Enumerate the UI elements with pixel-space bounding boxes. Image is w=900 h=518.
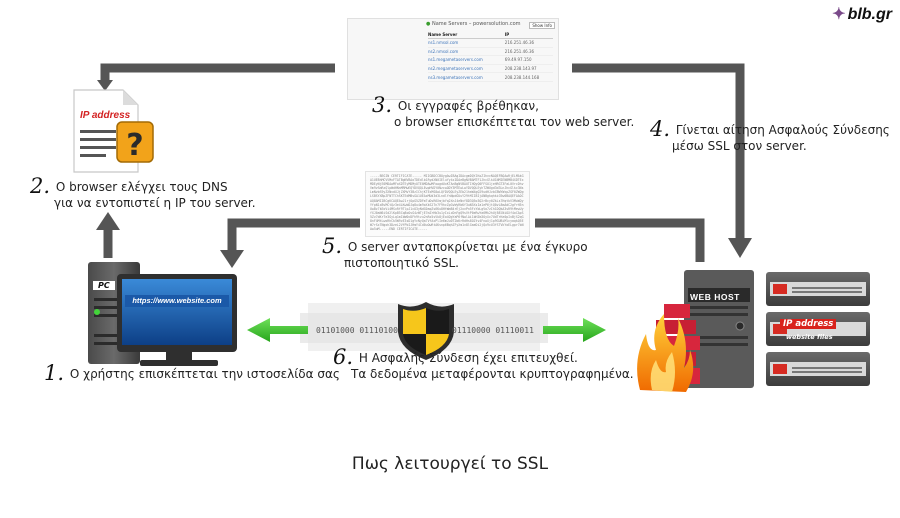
monitor-icon xyxy=(117,274,237,366)
step-text: Ο server ανταποκρίνεται με ένα έγκυρο xyxy=(347,240,588,254)
step-5-label: 5. Ο server ανταποκρίνεται με ένα έγκυρο… xyxy=(322,236,588,271)
binary-data-left: 01101000 01110100 xyxy=(316,326,398,335)
step-number: 6. xyxy=(333,345,354,369)
connector-records-to-ssl-request xyxy=(572,63,752,258)
web-host-tag: WEB HOST xyxy=(690,292,740,302)
server-ip-label: IP address xyxy=(780,319,837,329)
step-text-line2: πιστοποιητικό SSL. xyxy=(344,256,459,270)
connector-certificate-response xyxy=(220,218,705,268)
step-6-label: 6. Η Ασφαλής Σύνδεση έχει επιτευχθεί. Τα… xyxy=(333,347,634,382)
ip-lookup-document-icon: ? xyxy=(73,89,154,173)
col-name-server: Name Server xyxy=(428,31,505,39)
table-row: ns2.nmsol.com 216.251.46.36 xyxy=(428,47,553,57)
name-servers-panel: ● Name Servers – powersolution.com Show … xyxy=(347,18,559,100)
ip-cell: 216.251.46.36 xyxy=(504,38,553,48)
document-ip-label: IP address xyxy=(80,110,131,121)
step-text: Ο χρήστης επισκέπτεται την ιστοσελίδα σα… xyxy=(69,367,340,381)
ns-cell[interactable]: ns2.nmsol.com xyxy=(428,47,505,57)
website-url[interactable]: https://www.website.com xyxy=(125,295,229,307)
server-files-label: website files xyxy=(786,333,833,341)
logo-bird-icon: ✦ xyxy=(832,6,846,23)
connector-pc-to-dns xyxy=(96,212,120,258)
step-text-line2: μέσω SSL στον server. xyxy=(672,139,807,153)
ip-cell: 208.238.143.97 xyxy=(504,64,553,74)
ns-cell[interactable]: ns3.megametaservers.com xyxy=(428,72,505,82)
step-number: 2. xyxy=(30,174,51,198)
ssl-certificate-panel: -----BEGIN CERTIFICATE----- MIIGBDCCBOyg… xyxy=(365,171,530,237)
ns-cell[interactable]: ns1.nmsol.com xyxy=(428,38,505,48)
step-text: Οι εγγραφές βρέθηκαν, xyxy=(397,99,539,113)
step-number: 4. xyxy=(650,117,671,141)
col-ip: IP xyxy=(504,31,553,39)
step-number: 5. xyxy=(322,234,343,258)
name-servers-title: ● Name Servers – powersolution.com xyxy=(426,21,521,27)
ns-cell[interactable]: ns2.megametaservers.com xyxy=(428,64,505,74)
pc-tag: PC xyxy=(93,281,115,290)
step-text: Η Ασφαλής Σύνδεση έχει επιτευχθεί. xyxy=(358,351,578,365)
web-host-tower-icon xyxy=(684,270,754,388)
site-logo[interactable]: ✦blb.gr xyxy=(832,4,892,24)
table-row: ns1.megametaservers.com 69.49.97.150 xyxy=(428,55,553,65)
name-servers-title-text: Name Servers – powersolution.com xyxy=(431,21,521,27)
step-number: 3. xyxy=(372,93,393,117)
binary-data-right: 01110000 01110011 xyxy=(452,326,534,335)
step-4-label: 4. Γίνεται αίτηση Ασφαλούς Σύνδεσης μέσω… xyxy=(650,119,890,154)
firewall-icon xyxy=(637,304,700,392)
step-text: Γίνεται αίτηση Ασφαλούς Σύνδεσης xyxy=(675,123,890,137)
step-text-line2: για να εντοπιστεί η IP του server. xyxy=(54,196,256,210)
step-number: 1. xyxy=(44,361,65,385)
ns-cell[interactable]: ns1.megametaservers.com xyxy=(428,55,505,65)
svg-text:?: ? xyxy=(126,128,143,163)
step-text-line2: ο browser επισκέπτεται τον web server. xyxy=(394,115,635,129)
table-row: ns3.megametaservers.com 208.238.144.168 xyxy=(428,72,553,82)
step-2-label: 2. Ο browser ελέγχει τους DNS για να εντ… xyxy=(30,176,256,211)
show-info-button[interactable]: Show Info xyxy=(529,22,555,29)
step-text-line2: Τα δεδομένα μεταφέρονται κρυπτογραφημένα… xyxy=(351,367,634,381)
table-row: ns2.megametaservers.com 208.238.143.97 xyxy=(428,64,553,74)
ip-cell: 208.238.144.168 xyxy=(504,72,553,82)
name-servers-table: Name Server IP ns1.nmsol.com 216.251.46.… xyxy=(428,31,553,82)
rack-servers-icon xyxy=(766,272,870,386)
diagram-caption: Πως λειτουργεί το SSL xyxy=(351,454,549,474)
step-text: Ο browser ελέγχει τους DNS xyxy=(55,180,228,194)
connector-dns-to-records xyxy=(97,63,335,91)
step-1-label: 1. Ο χρήστης επισκέπτεται την ιστοσελίδα… xyxy=(44,363,340,384)
security-shield-icon xyxy=(398,302,454,360)
ip-cell: 69.49.97.150 xyxy=(504,55,553,65)
table-row: ns1.nmsol.com 216.251.46.36 xyxy=(428,38,553,48)
status-dot-icon: ● xyxy=(426,21,431,27)
ip-cell: 216.251.46.36 xyxy=(504,47,553,57)
logo-text: blb.gr xyxy=(847,6,892,23)
step-3-label: 3. Οι εγγραφές βρέθηκαν, ο browser επισκ… xyxy=(372,95,635,130)
